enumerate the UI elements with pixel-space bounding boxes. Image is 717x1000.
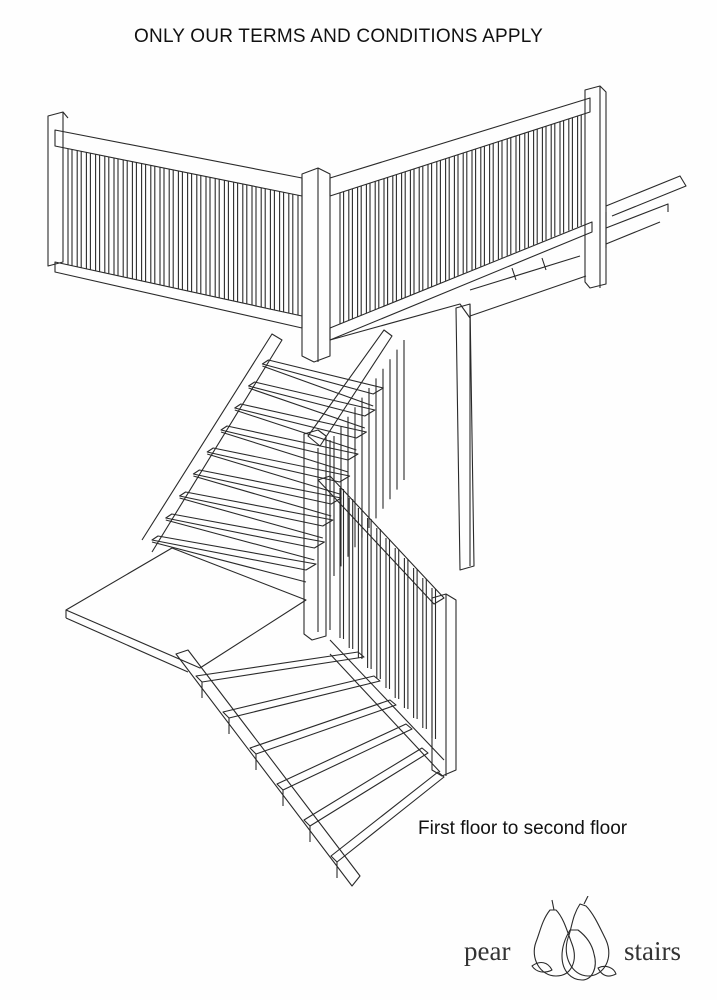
logo-text-stairs: stairs (624, 936, 681, 966)
stair-tread (330, 771, 445, 863)
stair-tread (276, 723, 413, 791)
stair-riser (234, 409, 357, 451)
lower-flight (175, 475, 457, 887)
stair-tread (234, 403, 367, 439)
stair-tread (222, 675, 381, 719)
stair-riser (262, 365, 374, 407)
stair-riser (220, 431, 349, 473)
floor-caption: First floor to second floor (418, 818, 628, 839)
stair-tread (192, 469, 342, 505)
stair-tread (151, 535, 317, 571)
landing-balustrade-left (47, 111, 303, 329)
quarter-landing (65, 547, 307, 673)
upper-flight (141, 329, 405, 641)
logo-text-pear: pear (464, 936, 511, 966)
stair-tread (303, 747, 429, 827)
stair-tread (195, 651, 365, 683)
stair-tread (179, 491, 334, 527)
pear-fruit-icon (531, 896, 617, 981)
landing-extension (605, 175, 687, 248)
landing-balustrade-right (329, 85, 607, 341)
stair-tread (220, 425, 359, 461)
corner-newel-post (301, 167, 331, 363)
stair-riser (193, 475, 332, 517)
stair-tread (165, 513, 325, 549)
terms-notice: ONLY OUR TERMS AND CONDITIONS APPLY (134, 26, 543, 47)
landing-support (329, 255, 587, 571)
stair-riser (248, 387, 365, 429)
stair-riser (151, 541, 307, 583)
stair-riser (179, 497, 323, 539)
stair-riser (165, 519, 315, 561)
stair-tread (248, 381, 376, 417)
stair-tread (206, 447, 351, 483)
stair-tread (249, 699, 397, 755)
